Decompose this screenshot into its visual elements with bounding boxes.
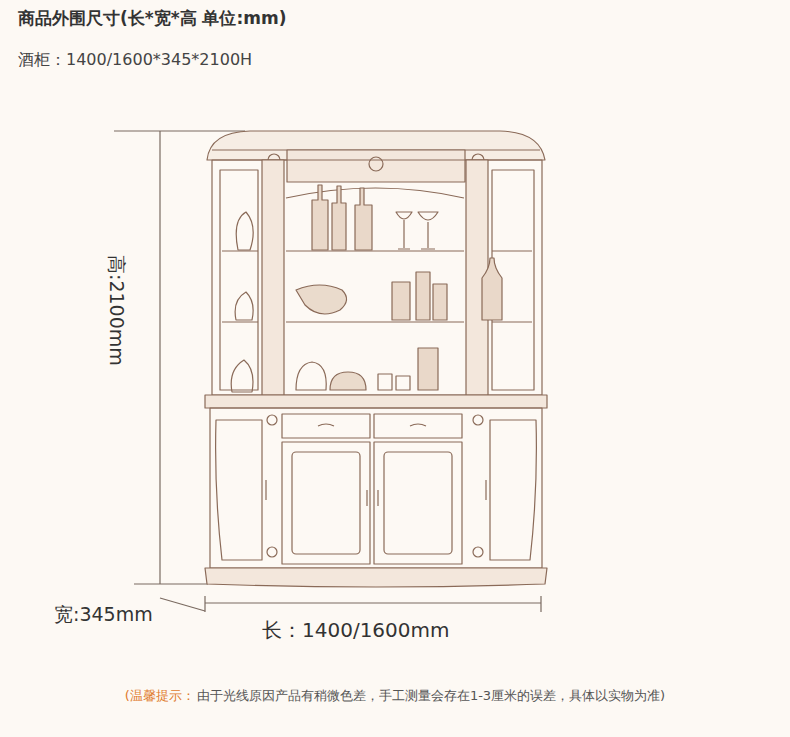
length-dimension: 长：1400/1600mm [262,618,450,642]
note-text: 由于光线原因产品有稍微色差，手工测量会存在1-3厘米的误差，具体以实物为准) [197,688,665,704]
page-title: 商品外围尺寸(长*宽*高 单位:mm) [18,8,286,28]
note-heading: (温馨提示： [125,688,195,704]
depth-dimension: 宽:345mm [54,603,153,626]
height-dimension: 高:2100mm [105,255,128,366]
product-spec: 酒柜：1400/1600*345*2100H [18,50,252,69]
